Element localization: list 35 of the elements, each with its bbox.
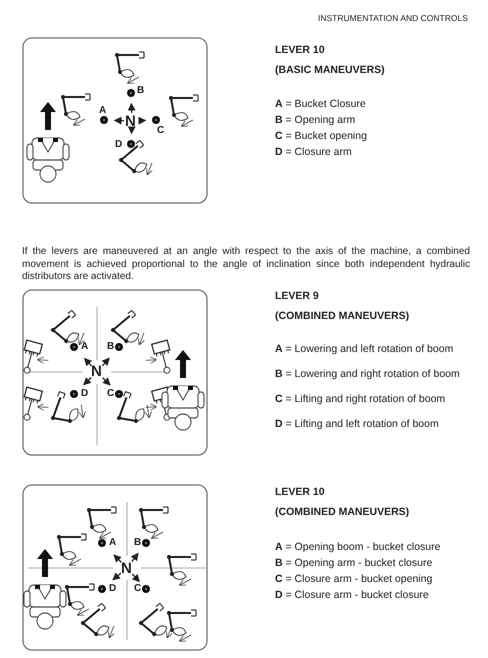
- section-subheading: (BASIC MANEUVERS): [275, 64, 385, 76]
- position-letter: A: [99, 105, 106, 116]
- legend-item: C = Closure arm - bucket opening: [275, 573, 434, 586]
- section-heading: LEVER 10: [275, 44, 325, 56]
- position-letter: B: [134, 537, 142, 548]
- section-subheading: (COMBINED MANEUVERS): [275, 506, 410, 518]
- position-letter: A: [109, 537, 116, 548]
- position-letter: D: [109, 583, 116, 594]
- position-letter: C: [157, 125, 164, 136]
- legend-item: B = Opening arm - bucket closure: [275, 557, 434, 570]
- legend-item: A = Opening boom - bucket closure: [275, 541, 442, 554]
- position-letter: D: [81, 388, 88, 399]
- legend-item: D = Lifting and left rotation of boom: [275, 418, 440, 430]
- position-letter: C: [134, 583, 142, 594]
- section-subheading: (COMBINED MANEUVERS): [275, 310, 410, 322]
- position-letter: B: [107, 341, 114, 352]
- section-heading: LEVER 9: [275, 290, 319, 302]
- neutral-position-letter: N: [125, 113, 136, 130]
- legend-item: D = Closure arm - bucket closure: [275, 589, 430, 602]
- page-header: INSTRUMENTATION AND CONTROLS: [318, 13, 468, 23]
- neutral-position-letter: N: [121, 560, 132, 577]
- section-heading: LEVER 10: [275, 486, 325, 498]
- neutral-position-letter: N: [91, 363, 102, 380]
- legend-item: B = Lowering and right rotation of boom: [275, 368, 461, 380]
- body-paragraph: If the levers are maneuvered at an angle with respect to the axis of the machine, a combined movement is achieved proportional to the angle of inclination since both independent hydraulic distributors are activated.: [22, 246, 470, 284]
- position-letter: C: [107, 388, 114, 399]
- legend-item: C = Lifting and right rotation of boom: [275, 393, 446, 406]
- legend-item: C = Bucket opening: [275, 130, 368, 142]
- position-letter: B: [137, 85, 144, 96]
- legend-item: A = Lowering and left rotation of boom: [275, 343, 454, 356]
- position-letter: A: [81, 341, 88, 352]
- legend-item: D = Closure arm: [275, 146, 353, 158]
- legend-item: B = Opening arm: [275, 114, 356, 126]
- legend-item: A = Bucket Closure: [275, 98, 367, 110]
- position-letter: D: [115, 139, 122, 150]
